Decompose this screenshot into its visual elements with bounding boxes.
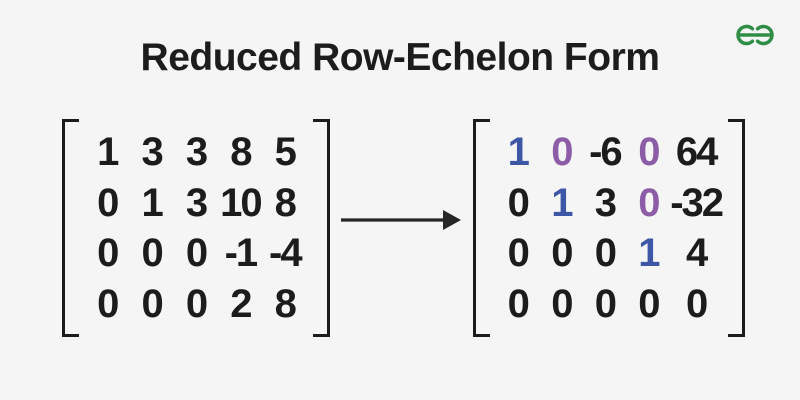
- matrix-cell: 0: [185, 231, 208, 276]
- matrix-cell: 0: [507, 231, 530, 276]
- matrix-cell: 1: [141, 180, 163, 225]
- matrix-cell: 10: [220, 180, 262, 225]
- matrix-cell: 0: [638, 281, 660, 326]
- matrix-cell: 0: [551, 231, 573, 276]
- matrix-cell: 8: [274, 180, 297, 225]
- matrix-cell: 2: [230, 281, 252, 326]
- matrix-cell: 8: [230, 130, 252, 175]
- matrix-cell: 3: [141, 130, 163, 175]
- matrix-right-bracket: [728, 119, 745, 337]
- matrix-cell: -32: [670, 180, 724, 225]
- matrix-cell: -4: [269, 231, 303, 276]
- matrix-cell: 0: [141, 281, 163, 326]
- matrix-cell: 1: [507, 130, 530, 175]
- matrix-cell: 0: [551, 130, 573, 175]
- matrix-cell: 0: [638, 180, 660, 225]
- matrix-cell: 0: [594, 231, 617, 276]
- matrix-cell: 0: [97, 180, 119, 225]
- matrix-left-bracket: [62, 119, 79, 337]
- matrix-cell: 1: [638, 231, 660, 276]
- matrix-cell: 0: [594, 281, 617, 326]
- matrix-cell: 0: [97, 281, 119, 326]
- matrix-cell: 5: [274, 130, 297, 175]
- matrix-cell: 3: [594, 180, 617, 225]
- matrix-cell: -6: [589, 130, 623, 175]
- matrix-cell: 8: [274, 281, 297, 326]
- matrix-cell: 0: [551, 281, 573, 326]
- matrix-left-bracket: [473, 119, 490, 337]
- matrix-cell: 0: [97, 231, 119, 276]
- matrix-cell: 0: [638, 130, 660, 175]
- matrix-cell: 64: [675, 130, 718, 175]
- matrix-cell: 0: [507, 180, 530, 225]
- matrix-right-bracket: [313, 119, 330, 337]
- matrix-cell: 3: [185, 130, 208, 175]
- matrix-cell: 0: [507, 281, 530, 326]
- matrix-cell: 1: [97, 130, 119, 175]
- matrix-cell: -1: [224, 231, 259, 276]
- matrix-cell: 1: [551, 180, 573, 225]
- geeksforgeeks-logo-icon: [730, 18, 780, 52]
- matrix-cell: 0: [185, 281, 208, 326]
- page-title: Reduced Row-Echelon Form: [140, 36, 660, 79]
- matrix-cell: 3: [185, 180, 208, 225]
- transform-arrow-icon: [339, 204, 463, 236]
- matrix-cell: 0: [685, 281, 708, 326]
- matrix-cell: 4: [685, 231, 708, 276]
- matrix-cell: 0: [141, 231, 163, 276]
